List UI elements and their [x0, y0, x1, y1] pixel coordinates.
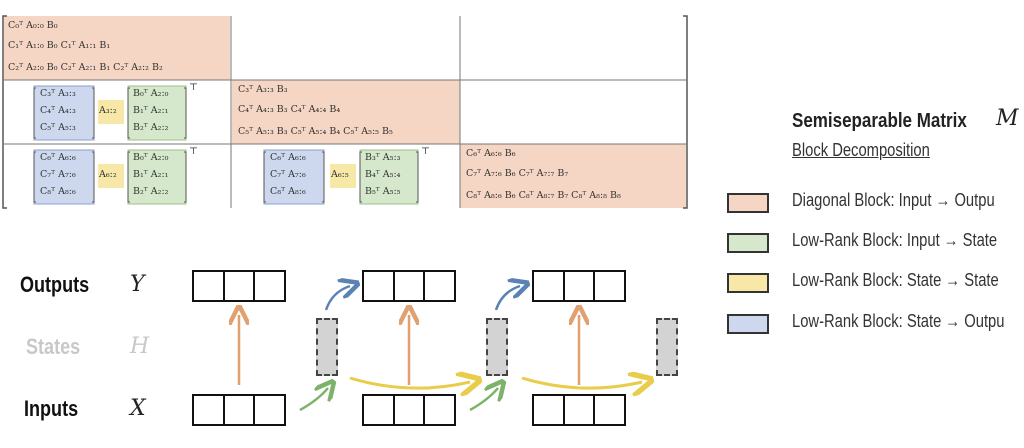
- lr10-yellow: A₃:₂: [99, 105, 117, 116]
- lr10-blue-1: C₄ᵀ A₄:₃: [40, 105, 76, 116]
- states-var: H: [130, 334, 150, 359]
- lr20-blue-0: C₆ᵀ A₆:₆: [40, 152, 76, 163]
- output-block-0: [192, 270, 286, 302]
- legend-item-state-state: Low-Rank Block: State → State: [792, 270, 999, 290]
- lr20-blue-factor: [33, 149, 95, 205]
- semiseparable-matrix: C₀ᵀ A₀:₀ B₀ C₁ᵀ A₁:₀ B₀ C₁ᵀ A₁:₁ B₁ C₂ᵀ …: [0, 0, 700, 210]
- lr10-green-0: B₀ᵀ A₂:₀: [133, 88, 169, 99]
- d1-row0: C₃ᵀ A₃:₃ B₃: [238, 84, 288, 95]
- lr21-green-factor: [359, 149, 419, 205]
- lr10-green-factor: [127, 85, 187, 141]
- lr20-yellow-factor: [98, 164, 124, 188]
- arrow-so-0: [324, 286, 350, 311]
- arrow-ss-1: [521, 378, 642, 388]
- output-block-1: [362, 270, 456, 302]
- lr21-blue-1: C₇ᵀ A₇:₆: [270, 169, 306, 180]
- lr10-green-1: B₁ᵀ A₂:₁: [133, 105, 169, 116]
- d0-row2: C₂ᵀ A₂:₀ B₀ C₂ᵀ A₂:₁ B₁ C₂ᵀ A₂:₂ B₂: [8, 62, 163, 73]
- lr20-green-1: B₁ᵀ A₂:₁: [133, 169, 169, 180]
- lr10-blue-0: C₃ᵀ A₃:₃: [40, 88, 76, 99]
- lr20-green-0: B₀ᵀ A₂:₀: [133, 152, 169, 163]
- d0-row0: C₀ᵀ A₀:₀ B₀: [8, 20, 58, 31]
- input-block-1: [362, 394, 456, 426]
- lr21-blue-2: C₈ᵀ A₈:₆: [270, 186, 306, 197]
- lr21-blue-0: C₆ᵀ A₆:₆: [270, 152, 306, 163]
- lr10-transpose: ⊤: [189, 82, 198, 93]
- legend-item-state-output: Low-Rank Block: State → Outpu: [792, 311, 1005, 331]
- arrow-is-0: [299, 388, 328, 412]
- lr10-blue-2: C₅ᵀ A₅:₃: [40, 122, 76, 133]
- inputs-label: Inputs: [24, 396, 79, 421]
- lr10-green-2: B₂ᵀ A₂:₂: [133, 122, 169, 133]
- states-label: States: [26, 334, 81, 359]
- lr21-yellow-factor: [330, 164, 356, 188]
- legend-title-var: M: [996, 106, 1019, 131]
- legend-item-diagonal: Diagonal Block: Input → Outpu: [792, 190, 995, 210]
- outputs-label: Outputs: [20, 272, 90, 297]
- inputs-var: X: [130, 396, 146, 421]
- lr10-yellow-factor: [98, 100, 124, 124]
- d2-row0: C₆ᵀ A₆:₆ B₆: [466, 148, 516, 159]
- diagonal-block-2: [460, 144, 686, 208]
- state-block-0: [316, 318, 338, 376]
- d2-row2: C₈ᵀ A₈:₆ B₆ C₈ᵀ A₈:₇ B₇ C₈ᵀ A₈:₈ B₈: [466, 190, 621, 201]
- lr20-green-2: B₂ᵀ A₂:₂: [133, 186, 169, 197]
- lr21-transpose: ⊤: [421, 146, 430, 157]
- d2-row1: C₇ᵀ A₇:₆ B₆ C₇ᵀ A₇:₇ B₇: [466, 168, 569, 179]
- legend-subtitle: Block Decomposition: [792, 140, 930, 160]
- d1-row1: C₄ᵀ A₄:₃ B₃ C₄ᵀ A₄:₄ B₄: [238, 104, 341, 115]
- diagonal-block-0: [4, 16, 230, 80]
- lr21-blue-factor: [263, 149, 325, 205]
- lr21-green-1: B₄ᵀ A₅:₄: [365, 169, 401, 180]
- legend-swatch-input-state: [727, 233, 769, 253]
- legend-item-input-state: Low-Rank Block: Input → State: [792, 230, 998, 250]
- output-block-2: [532, 270, 626, 302]
- right-bracket: [683, 15, 688, 209]
- arrow-is-1: [469, 388, 498, 412]
- lr20-green-factor: [127, 149, 187, 205]
- legend-swatch-state-output: [727, 314, 769, 334]
- d1-row2: C₅ᵀ A₅:₃ B₃ C₅ᵀ A₅:₄ B₄ C₅ᵀ A₅:₅ B₅: [238, 126, 393, 137]
- input-block-0: [192, 394, 286, 426]
- input-block-2: [532, 394, 626, 426]
- legend-swatch-diagonal: [727, 193, 769, 213]
- arrow-so-1: [494, 286, 520, 311]
- lr21-yellow: A₆:₅: [331, 169, 349, 180]
- lr20-blue-1: C₇ᵀ A₇:₆: [40, 169, 76, 180]
- diagonal-block-1: [232, 80, 460, 144]
- arrow-ss-0: [349, 378, 470, 388]
- lr20-blue-2: C₈ᵀ A₈:₆: [40, 186, 76, 197]
- matrix-grid: [2, 15, 688, 209]
- lr21-green-2: B₅ᵀ A₅:₅: [365, 186, 401, 197]
- d0-row1: C₁ᵀ A₁:₀ B₀ C₁ᵀ A₁:₁ B₁: [8, 40, 111, 51]
- state-block-2: [656, 318, 678, 376]
- legend-title: Semiseparable Matrix: [792, 110, 967, 132]
- left-bracket: [2, 15, 7, 209]
- state-block-1: [486, 318, 508, 376]
- outputs-var: Y: [130, 272, 145, 297]
- legend-swatch-state-state: [727, 273, 769, 293]
- lr20-transpose: ⊤: [189, 146, 198, 157]
- lr20-yellow: A₆:₂: [99, 169, 117, 180]
- lr21-green-0: B₃ᵀ A₅:₃: [365, 152, 401, 163]
